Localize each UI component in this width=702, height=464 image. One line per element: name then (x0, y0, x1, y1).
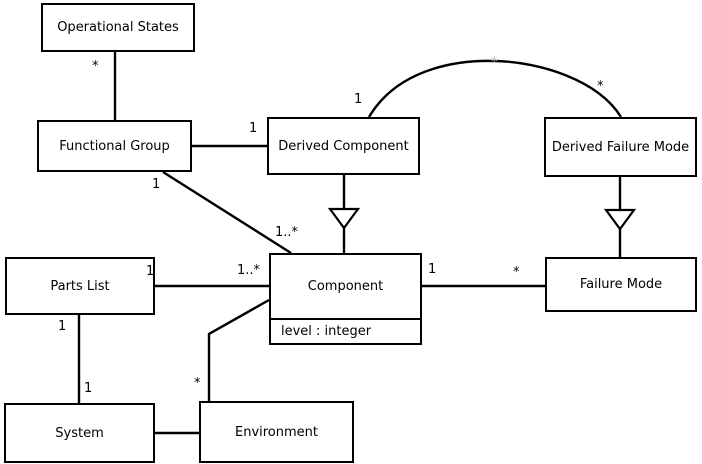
class-operational-states[interactable]: Operational States (41, 3, 195, 52)
class-name-derived-component: Derived Component (278, 138, 409, 154)
class-attribute-component-level: level : integer (271, 318, 420, 343)
class-component[interactable]: Component level : integer (269, 253, 422, 345)
multiplicity-arc-apex: * (491, 55, 498, 70)
multiplicity-functional-group-to-derived-component: 1 (249, 121, 258, 136)
class-name-operational-states: Operational States (57, 20, 179, 35)
class-functional-group[interactable]: Functional Group (37, 120, 192, 172)
multiplicity-failure-mode-from-component: * (513, 265, 520, 280)
class-name-component: Component (307, 279, 384, 294)
multiplicity-derived-component-arc-end: 1 (354, 92, 363, 107)
edge-functional-group-component (162, 170, 292, 255)
multiplicity-system-from-parts-list: 1 (84, 381, 93, 396)
multiplicity-operational-states-to-functional-group: * (92, 59, 99, 74)
generalization-triangle-component (327, 207, 361, 230)
multiplicity-derived-failure-mode-arc-end: * (597, 79, 604, 94)
multiplicity-component-from-parts-list: 1..* (237, 263, 261, 278)
class-name-system: System (55, 425, 104, 441)
edge-component-environment (207, 298, 270, 401)
multiplicity-functional-group-to-component: 1 (152, 177, 161, 192)
class-parts-list[interactable]: Parts List (5, 257, 155, 315)
class-system[interactable]: System (4, 403, 155, 463)
class-derived-failure-mode[interactable]: Derived Failure Mode (544, 117, 697, 177)
multiplicity-component-from-functional-group: 1..* (275, 225, 299, 240)
edge-derived-component-derived-failure-mode-arc (367, 59, 623, 118)
class-name-functional-group: Functional Group (59, 138, 170, 154)
class-name-parts-list: Parts List (50, 278, 110, 294)
class-failure-mode[interactable]: Failure Mode (545, 257, 697, 312)
multiplicity-parts-list-to-system: 1 (58, 319, 67, 334)
class-environment[interactable]: Environment (199, 401, 354, 463)
class-name-failure-mode: Failure Mode (579, 277, 663, 292)
multiplicity-environment-to-component: * (194, 376, 201, 391)
class-name-environment: Environment (234, 424, 318, 440)
multiplicity-component-to-failure-mode: 1 (428, 262, 437, 277)
class-name-derived-failure-mode: Derived Failure Mode (551, 139, 690, 155)
generalization-triangle-failure-mode (603, 208, 637, 231)
class-derived-component[interactable]: Derived Component (267, 117, 420, 175)
multiplicity-parts-list-to-component: 1 (146, 264, 155, 279)
